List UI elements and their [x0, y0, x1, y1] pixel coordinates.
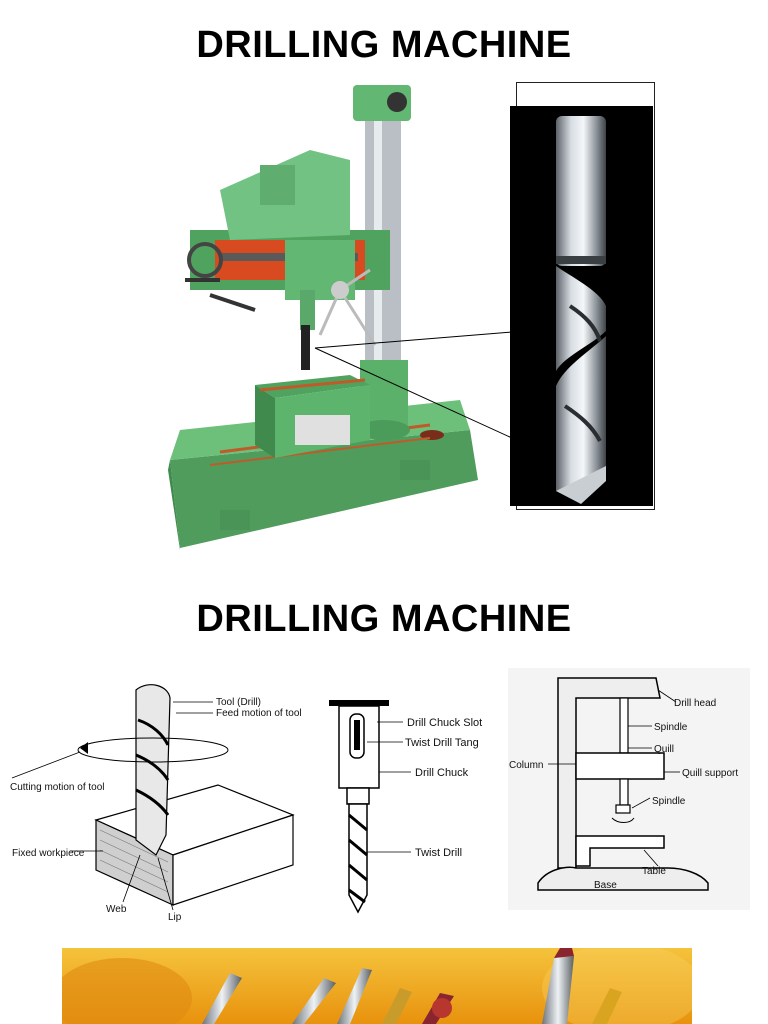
- label-twist-drill: Twist Drill: [415, 847, 462, 859]
- drill-workpiece-diagram: Tool (Drill) Feed motion of tool Cutting…: [10, 684, 302, 923]
- label-web: Web: [106, 904, 127, 915]
- label-lip: Lip: [168, 912, 182, 923]
- label-chuck-slot: Drill Chuck Slot: [407, 717, 482, 729]
- label-cutting-motion: Cutting motion of tool: [10, 782, 105, 793]
- label-drill-head: Drill head: [674, 698, 716, 709]
- label-quill-support: Quill support: [682, 768, 738, 779]
- label-drill-chuck: Drill Chuck: [415, 767, 469, 779]
- drill-bits-banner: [62, 948, 692, 1024]
- drill-bit-photo: [510, 106, 653, 506]
- label-column: Column: [509, 760, 543, 771]
- label-feed-motion: Feed motion of tool: [216, 708, 302, 719]
- drill-press-schematic: Drill head Spindle Quill Column Quill su…: [508, 668, 750, 910]
- label-workpiece: Fixed workpiece: [12, 848, 85, 859]
- callout-leader-lines: [314, 331, 513, 439]
- label-spindle-top: Spindle: [654, 722, 688, 733]
- label-base: Base: [594, 880, 617, 891]
- page-title: DRILLING MACHINE: [196, 24, 572, 66]
- drilling-machine-image: [168, 85, 478, 550]
- label-table: Table: [642, 866, 666, 877]
- drill-chuck-diagram: Drill Chuck Slot Twist Drill Tang Drill …: [329, 700, 482, 914]
- label-quill: Quill: [654, 744, 674, 755]
- label-tool: Tool (Drill): [216, 697, 261, 708]
- label-drill-tang: Twist Drill Tang: [405, 737, 479, 749]
- section-title: DRILLING MACHINE: [196, 598, 572, 640]
- label-spindle-bottom: Spindle: [652, 796, 686, 807]
